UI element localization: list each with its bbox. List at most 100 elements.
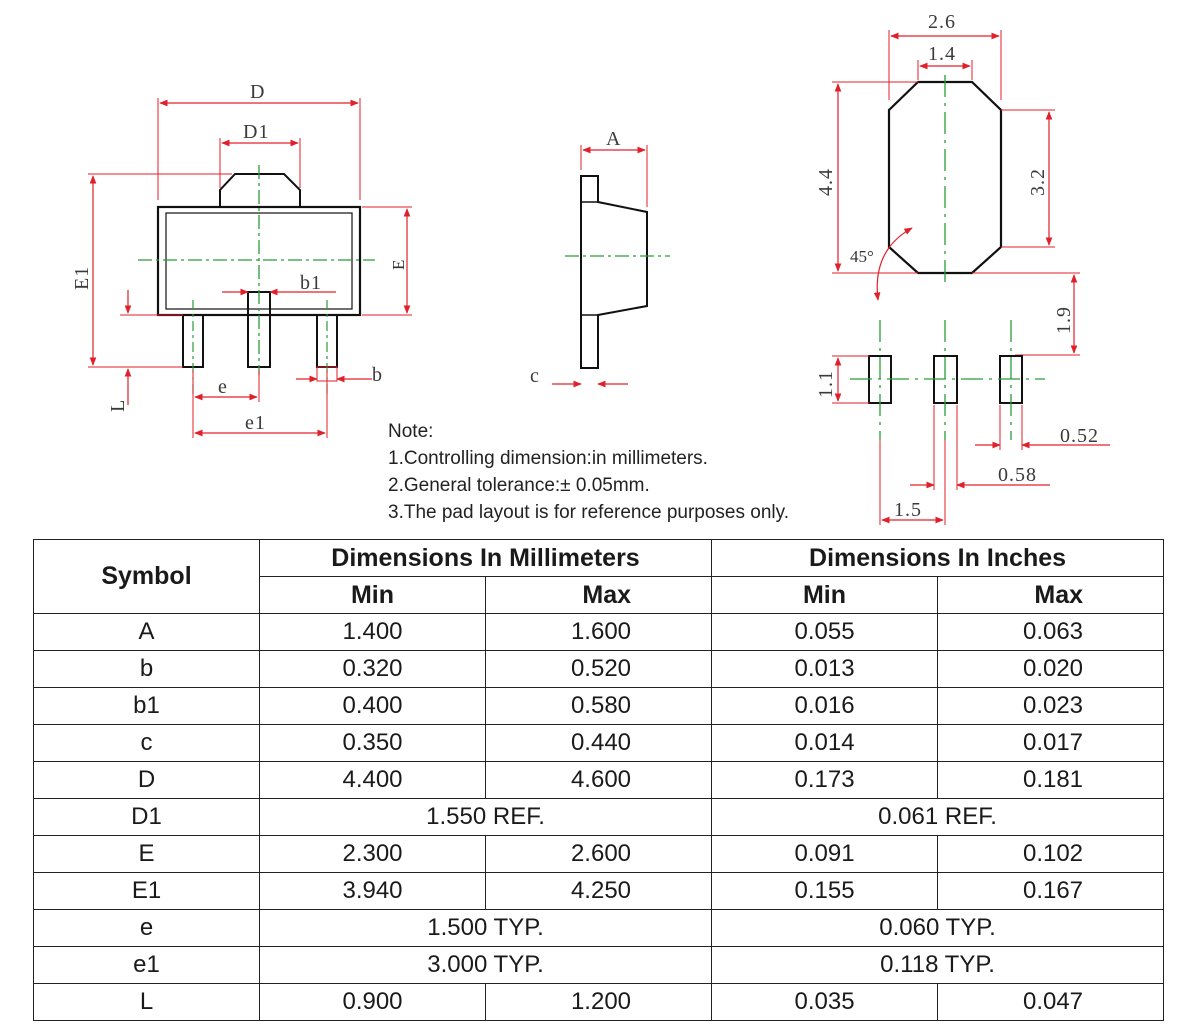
label-e1: e1 [245, 412, 266, 434]
top-view: D D1 E1 E b1 b L e [71, 81, 412, 438]
in-min-cell: 0.173 [711, 761, 939, 799]
mm-max-cell: 4.600 [484, 761, 713, 799]
label-angle: 45° [850, 247, 874, 266]
in-max-cell: 0.017 [937, 724, 1165, 762]
mm-min-cell: 1.400 [259, 613, 486, 651]
in-min-cell: 0.013 [711, 650, 939, 688]
mm-min-cell: 2.300 [259, 835, 486, 873]
label-e: e [218, 376, 228, 398]
symbol-cell: b1 [33, 687, 260, 725]
mm-max-cell: 0.580 [484, 687, 713, 725]
in-ref-cell: 0.060 TYP. [711, 909, 1165, 947]
in-min-cell: 0.035 [711, 983, 939, 1021]
label-E: E [389, 260, 408, 270]
in-max-cell: 0.023 [937, 687, 1165, 725]
in-max-cell: 0.047 [937, 983, 1165, 1021]
mm-max-cell: 0.520 [484, 650, 713, 688]
note-3: 3.The pad layout is for reference purpos… [388, 502, 789, 523]
in-ref-cell: 0.061 REF. [711, 798, 1165, 836]
mm-max-cell: 1.200 [484, 983, 713, 1021]
header-in-min: Min [711, 576, 939, 614]
mm-max-cell: 4.250 [484, 872, 713, 910]
label-c: c [530, 365, 540, 387]
in-max-cell: 0.181 [937, 761, 1165, 799]
in-min-cell: 0.155 [711, 872, 939, 910]
header-mm: Dimensions In Millimeters [258, 539, 713, 577]
package-drawing: D D1 E1 E b1 b L e [71, 11, 1110, 525]
label-b: b [372, 364, 383, 386]
header-symbol: Symbol [33, 539, 260, 614]
label-b1: b1 [300, 272, 322, 294]
dimensions-table: Symbol Dimensions In Millimeters Dimensi… [33, 539, 1165, 1021]
in-max-cell: 0.020 [937, 650, 1165, 688]
mm-min-cell: 4.400 [259, 761, 486, 799]
symbol-cell: E [33, 835, 260, 873]
label-h-outer: 4.4 [815, 168, 837, 196]
header-in-max: Max [937, 576, 1165, 614]
symbol-cell: e [33, 909, 260, 947]
symbol-cell: E1 [33, 872, 260, 910]
label-w-inner: 1.4 [928, 43, 956, 65]
label-D1: D1 [243, 121, 269, 143]
header-inches: Dimensions In Inches [711, 539, 1165, 577]
label-D: D [250, 81, 265, 103]
mm-min-cell: 3.940 [259, 872, 486, 910]
label-gap: 1.9 [1053, 306, 1075, 334]
side-view: A c [530, 128, 670, 388]
symbol-cell: D [33, 761, 260, 799]
label-h-inner: 3.2 [1027, 168, 1049, 196]
mm-min-cell: 0.350 [259, 724, 486, 762]
pad-layout: 2.6 1.4 4.4 3.2 45° 1.9 [815, 11, 1110, 525]
mm-ref-cell: 1.550 REF. [258, 798, 713, 836]
header-mm-min: Min [259, 576, 486, 614]
top-view-tab [219, 173, 301, 207]
mm-ref-cell: 1.500 TYP. [258, 909, 713, 947]
mm-max-cell: 2.600 [484, 835, 713, 873]
note-2: 2.General tolerance:± 0.05mm. [388, 475, 650, 496]
label-E1: E1 [71, 266, 93, 290]
label-pad-w2: 0.58 [998, 464, 1037, 486]
label-L: L [107, 399, 129, 412]
mm-min-cell: 0.400 [259, 687, 486, 725]
symbol-cell: D1 [33, 798, 260, 836]
mm-ref-cell: 3.000 TYP. [258, 946, 713, 984]
in-min-cell: 0.091 [711, 835, 939, 873]
note-1: 1.Controlling dimension:in millimeters. [388, 448, 708, 469]
mm-min-cell: 0.320 [259, 650, 486, 688]
in-max-cell: 0.063 [937, 613, 1165, 651]
label-A: A [606, 128, 621, 150]
mm-max-cell: 1.600 [484, 613, 713, 651]
label-pitch: 1.5 [894, 499, 922, 521]
symbol-cell: b [33, 650, 260, 688]
label-w-outer: 2.6 [928, 11, 956, 33]
in-min-cell: 0.014 [711, 724, 939, 762]
in-min-cell: 0.055 [711, 613, 939, 651]
symbol-cell: e1 [33, 946, 260, 984]
mm-min-cell: 0.900 [259, 983, 486, 1021]
in-ref-cell: 0.118 TYP. [711, 946, 1165, 984]
label-pad-h: 1.1 [815, 370, 837, 398]
side-view-body [580, 175, 648, 369]
notes-title: Note: [388, 421, 434, 442]
in-max-cell: 0.102 [937, 835, 1165, 873]
header-mm-max: Max [484, 576, 713, 614]
notes: Note: 1.Controlling dimension:in millime… [388, 418, 789, 526]
symbol-cell: L [33, 983, 260, 1021]
symbol-cell: c [33, 724, 260, 762]
in-max-cell: 0.167 [937, 872, 1165, 910]
mm-max-cell: 0.440 [484, 724, 713, 762]
label-pad-w1: 0.52 [1060, 425, 1099, 447]
symbol-cell: A [33, 613, 260, 651]
